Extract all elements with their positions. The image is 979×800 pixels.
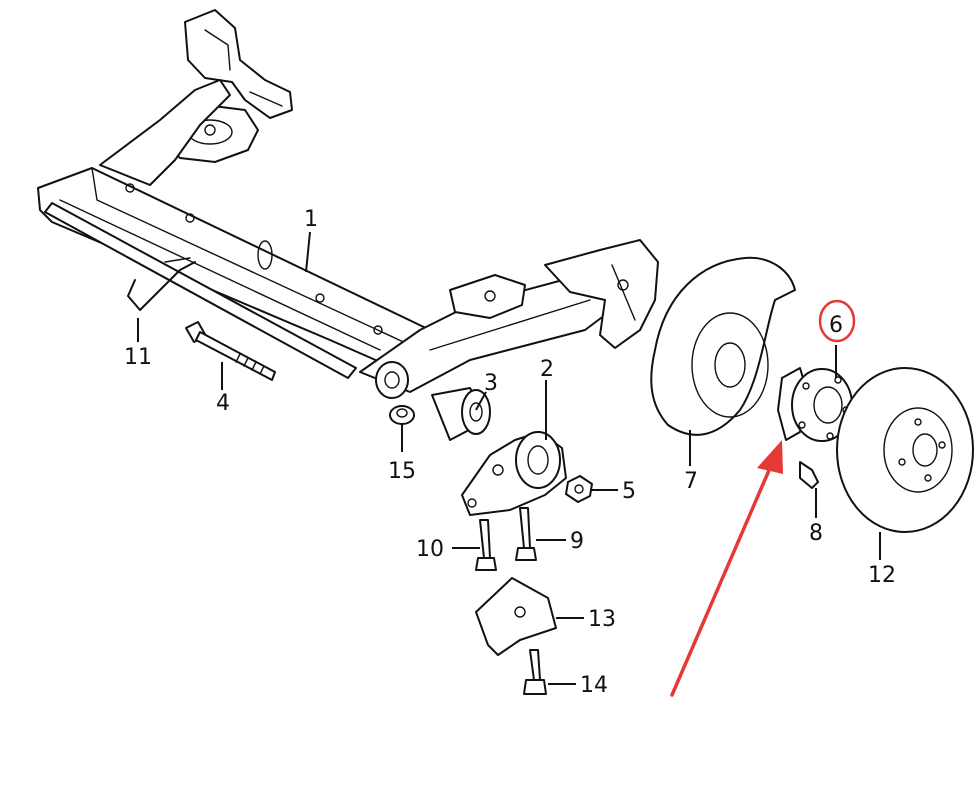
part-label-14: 14 [580, 673, 608, 698]
part-label-9: 9 [570, 529, 584, 554]
part-label-13: 13 [588, 607, 616, 632]
part-label-11: 11 [124, 345, 152, 370]
part-label-8: 8 [809, 521, 823, 546]
part-label-5: 5 [622, 479, 636, 504]
bolt-4-drawing [185, 321, 276, 381]
part-label-12: 12 [868, 563, 896, 588]
nut-15-drawing [389, 405, 415, 425]
part-label-6: 6 [829, 313, 843, 338]
bolt-9-drawing [515, 507, 537, 561]
bushing-3-drawing [431, 387, 491, 441]
part-labels: 1 2 3 4 5 6 7 8 9 10 11 12 13 14 15 [124, 207, 896, 698]
bolt-8-drawing [799, 461, 819, 489]
part-label-3: 3 [484, 371, 498, 396]
pointer-arrow [670, 440, 783, 697]
bolt-10-drawing [475, 519, 497, 571]
part-label-15: 15 [388, 459, 416, 484]
nut-5-drawing [565, 475, 593, 503]
part-label-1: 1 [304, 207, 318, 232]
bracket-2-drawing [461, 431, 567, 516]
axle-beam-drawing [37, 9, 659, 399]
backing-plate-7-drawing [650, 256, 796, 436]
wheel-hub-6-drawing [777, 367, 853, 442]
part-label-7: 7 [684, 469, 698, 494]
bolt-14-drawing [523, 649, 547, 695]
part-label-4: 4 [216, 391, 230, 416]
part-label-10: 10 [416, 537, 444, 562]
bracket-13-drawing [475, 577, 557, 656]
leader-lines [137, 231, 881, 685]
highlight-circle [818, 299, 856, 343]
brake-disc-12-drawing [836, 367, 974, 533]
part-label-2: 2 [540, 357, 554, 382]
